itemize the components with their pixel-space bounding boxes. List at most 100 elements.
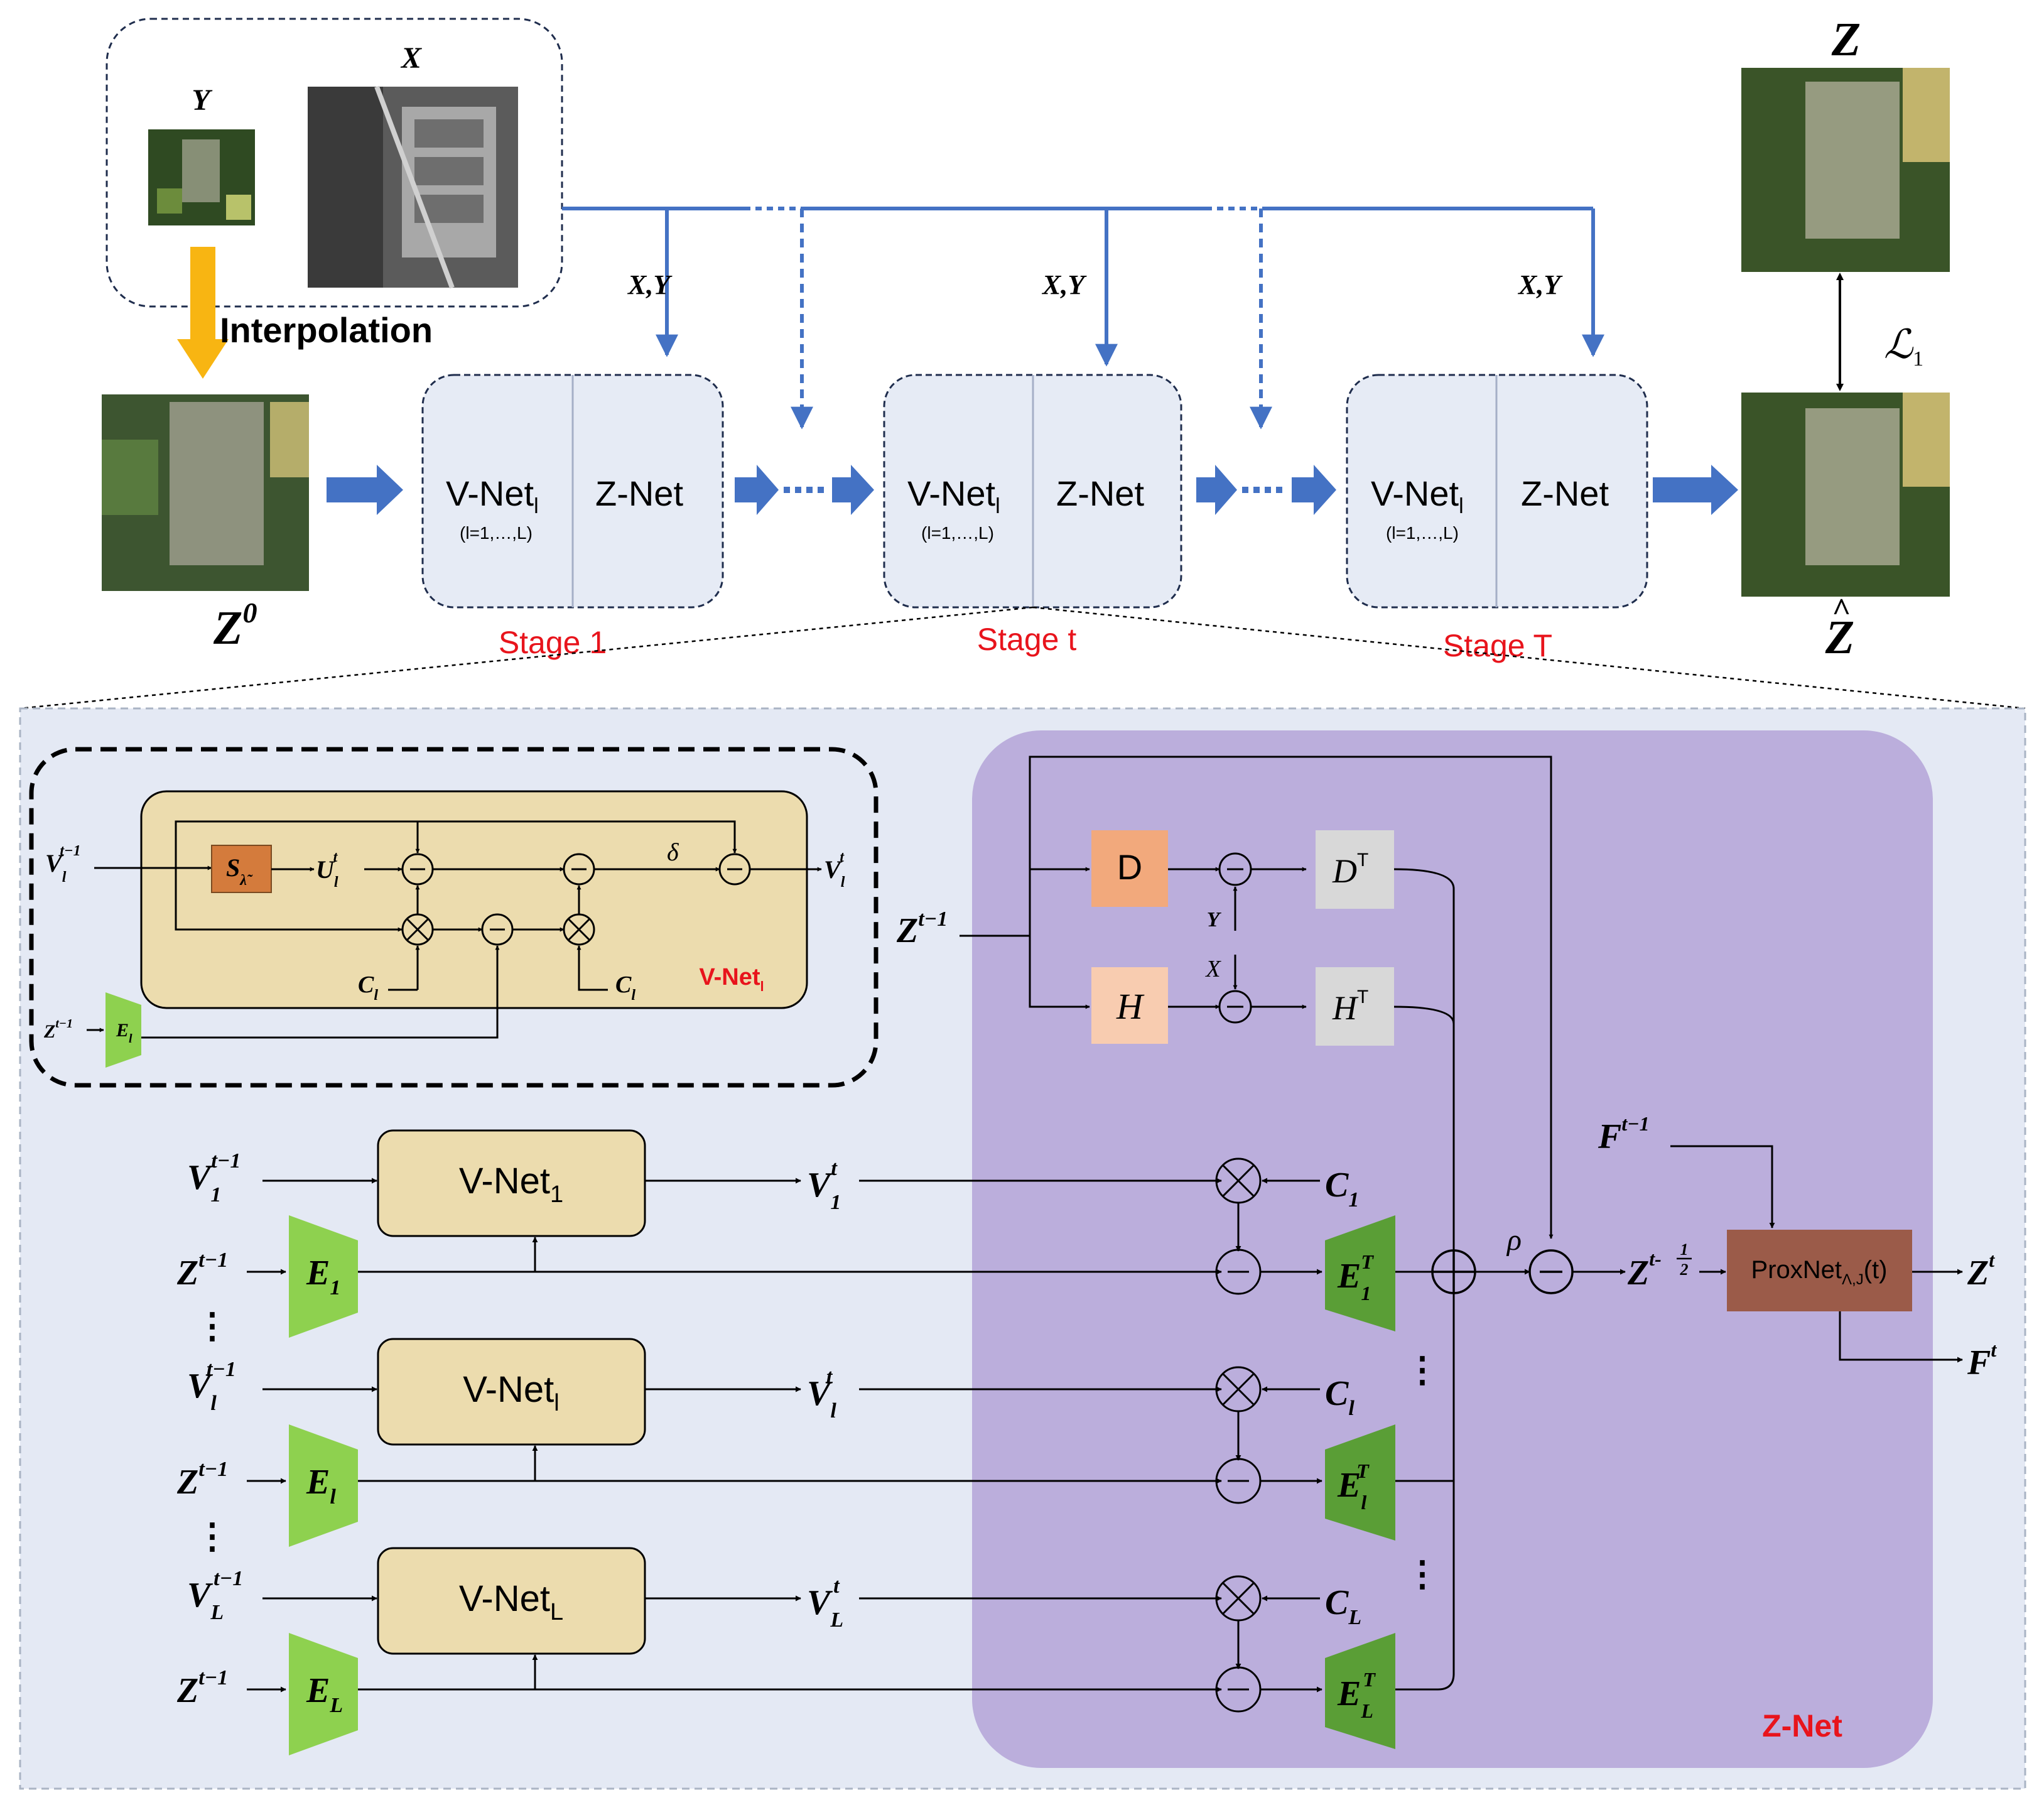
image-z0	[102, 394, 309, 591]
stage-t-vnet-label: V-Netl	[907, 474, 1000, 518]
svg-text:⋮: ⋮	[1405, 1350, 1440, 1389]
row-L-v-out: VLt	[807, 1575, 843, 1632]
input-group-box	[105, 18, 563, 308]
d-block	[1091, 830, 1168, 907]
stage-1-znet-label: Z-Net	[595, 474, 683, 513]
z-half-label: Zt-	[1627, 1247, 1662, 1293]
stage-1-label: Stage 1	[499, 625, 607, 660]
row-l-et-label: ElT	[1337, 1460, 1370, 1514]
delta-label: δ	[667, 838, 679, 866]
zhat-hat: ^	[1832, 592, 1851, 628]
stage-T-range: (l=1,…,L)	[1386, 523, 1459, 543]
row-1-minus-op	[1215, 1249, 1262, 1295]
stage-1-vnet-label: V-Netl	[446, 474, 539, 518]
y-label: Y	[1207, 908, 1222, 931]
c-label-2: Cl	[615, 972, 635, 1004]
znet-title: Z-Net	[1762, 1708, 1842, 1743]
svg-text:⋮: ⋮	[1405, 1554, 1440, 1593]
row-1-vnet-label: V-Net1	[459, 1161, 563, 1208]
vertical-dots: ⋮ ⋮ ⋮ ⋮	[195, 1306, 1440, 1593]
zhat-label: Z	[1825, 611, 1854, 664]
svg-text:⋮: ⋮	[195, 1516, 230, 1556]
row-L: VLt−1 V-NetL VLt CL Zt−1 EL ELT	[176, 1287, 1455, 1755]
znet-data-term: Zt−1 D H Y X DT HT	[896, 756, 1554, 1253]
stage-1-box: V-Netl (l=1,…,L) Z-Net	[421, 374, 724, 609]
stage-T-vnet-label: V-Netl	[1371, 474, 1464, 518]
image-zhat	[1741, 393, 1950, 597]
znet-update: ρ Zt- 1 2 Ft−1 ProxNetΛ,J(t) Zt Ft	[1395, 1112, 1997, 1382]
stage-t-znet-label: Z-Net	[1056, 474, 1144, 513]
stage-t-label: Stage t	[977, 622, 1077, 657]
h-label: H	[1116, 986, 1145, 1027]
image-z	[1741, 68, 1950, 272]
row-l-et-block	[1325, 1424, 1395, 1541]
row-l-v-out: Vlt	[807, 1365, 836, 1423]
row-L-vnet-box	[377, 1547, 646, 1655]
znet-region	[972, 730, 1933, 1768]
row-l-e-label: El	[306, 1463, 336, 1509]
row-l-vnet-box	[377, 1338, 646, 1446]
stage-t-range: (l=1,…,L)	[921, 523, 994, 543]
u-label: Ult	[316, 849, 338, 891]
interpolation-arrow	[177, 247, 229, 379]
vnet-detail-e-block	[105, 992, 141, 1068]
f-out-label: Ft	[1967, 1338, 1997, 1382]
loss-label: ℒ1	[1884, 322, 1923, 371]
vnet-detail: Vlt−1 Sλ̃ Ult δ Vlt Cl Cl V-Netl Zt−1 El	[29, 747, 879, 1088]
vnet-detail-frame	[29, 747, 879, 1088]
flow-arrows	[327, 465, 1738, 515]
z-half-fraction: 1	[1680, 1240, 1689, 1259]
rho-label: ρ	[1506, 1223, 1522, 1257]
row-L-z-in: Zt−1	[176, 1666, 228, 1710]
row-1-et-label: E1T	[1337, 1250, 1374, 1304]
vnet-detail-title: V-Netl	[699, 964, 764, 994]
ht-block	[1316, 967, 1394, 1046]
row-l-z-in: Zt−1	[176, 1458, 228, 1502]
row-1-et-block	[1325, 1215, 1395, 1331]
row-1-v-out: V1t	[807, 1157, 841, 1214]
row-l-minus-op	[1215, 1458, 1262, 1504]
h-block	[1091, 967, 1168, 1044]
dt-label: DT	[1332, 850, 1368, 890]
stage-T-box: V-Netl (l=1,…,L) Z-Net	[1346, 374, 1648, 609]
row-l-vnet-label: V-Netl	[463, 1369, 560, 1416]
row-L-et-block	[1325, 1633, 1395, 1749]
stage-T-label: Stage T	[1443, 628, 1552, 663]
d-label: D	[1117, 847, 1142, 887]
c-label-1: Cl	[358, 972, 378, 1004]
znet-z-in-label: Zt−1	[896, 908, 948, 950]
vnet-z-in-label: Zt−1	[43, 1017, 73, 1042]
stage-T-znet-label: Z-Net	[1521, 474, 1609, 513]
row-1: V1t−1 V-Net1 V1t C1 Zt−1 E1 E1T	[176, 1129, 1395, 1338]
image-y-label: Y	[192, 84, 212, 117]
xy-label-staget: X,Y	[1041, 269, 1087, 300]
z0-label: Z0	[213, 597, 257, 654]
row-L-minus-op	[1215, 1666, 1262, 1713]
row-1-e-block	[289, 1215, 358, 1338]
row-l-c: Cl	[1325, 1374, 1355, 1420]
image-x-label: X	[400, 41, 422, 75]
row-L-e-label: EL	[306, 1671, 343, 1717]
proxnet-block	[1727, 1230, 1912, 1311]
svg-text:⋮: ⋮	[195, 1306, 230, 1345]
x-label: X	[1204, 956, 1221, 982]
xy-label-stageT: X,Y	[1517, 269, 1563, 300]
row-L-et-label: ELT	[1337, 1668, 1376, 1722]
row-l: Vlt−1 V-Netl Vlt Cl Zt−1 El ElT	[176, 1338, 1454, 1547]
xy-feed-lines	[562, 207, 1604, 430]
row-1-c: C1	[1325, 1166, 1359, 1211]
image-x	[308, 85, 518, 289]
z-out-label: Zt	[1967, 1249, 1995, 1293]
row-L-e-block	[289, 1633, 358, 1755]
soft-threshold-block	[211, 845, 272, 893]
f-in-label: Ft−1	[1598, 1112, 1650, 1156]
dt-block	[1316, 830, 1394, 909]
image-y	[148, 129, 255, 225]
proxnet-label: ProxNetΛ,J(t)	[1751, 1256, 1888, 1288]
vnet-detail-body	[140, 790, 808, 1009]
xy-label-stage1: X,Y	[627, 269, 673, 300]
row-L-c: CL	[1325, 1583, 1361, 1629]
row-l-v-in: Vlt−1	[187, 1358, 236, 1415]
row-l-e-block	[289, 1424, 358, 1547]
